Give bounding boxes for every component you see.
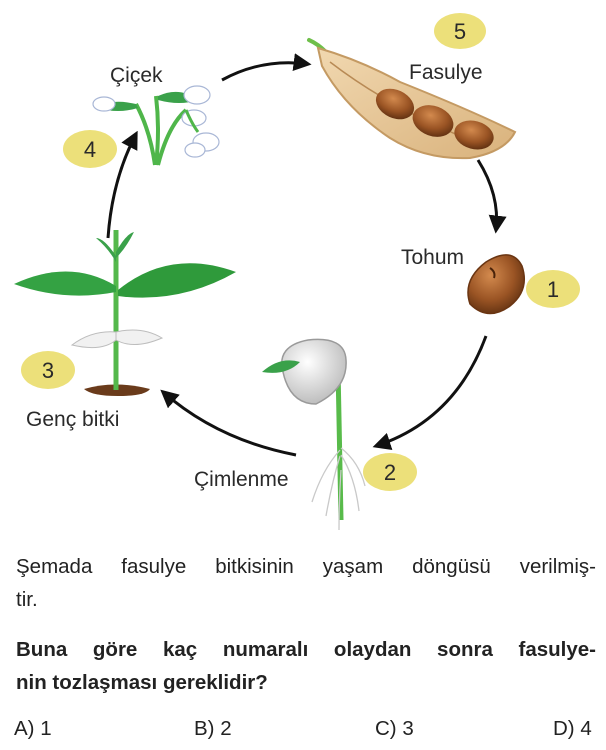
- stem-line-2: tir.: [16, 588, 38, 611]
- arrow-flower-to-pod: [221, 53, 312, 82]
- arrow-seed-to-sprout: [372, 335, 488, 451]
- arrow-pod-to-seed: [476, 159, 507, 234]
- label-cicek: Çiçek: [110, 64, 163, 87]
- badge-3: 3: [21, 351, 75, 389]
- life-cycle-diagram: 5 1 2 3 4 Fasulye Tohum Çimlenme Genç bi…: [14, 13, 580, 531]
- bean-pod-icon: [307, 38, 517, 160]
- label-fasulye: Fasulye: [409, 61, 483, 84]
- badge-4: 4: [63, 130, 117, 168]
- question-prompt: Buna göre kaç numaralı olaydan sonra fas…: [16, 633, 596, 699]
- flowers-icon: [92, 85, 220, 166]
- badge-2: 2: [363, 453, 417, 491]
- svg-text:1: 1: [547, 277, 559, 302]
- label-genc-bitki: Genç bitki: [26, 408, 119, 431]
- option-b[interactable]: B) 2: [194, 717, 232, 740]
- stem-line-1: Şemada fasulye bitkisinin yaşam döngüsü …: [16, 555, 596, 578]
- option-c[interactable]: C) 3: [375, 717, 414, 740]
- prompt-line-1: Buna göre kaç numaralı olaydan sonra fas…: [16, 638, 596, 661]
- label-cimlenme: Çimlenme: [194, 468, 289, 491]
- badge-5: 5: [434, 13, 486, 49]
- svg-text:3: 3: [42, 358, 54, 383]
- svg-text:4: 4: [84, 137, 96, 162]
- germinating-seed-icon: [262, 338, 366, 531]
- question-stem: Şemada fasulye bitkisinin yaşam döngüsü …: [16, 550, 596, 616]
- arrow-plant-to-flower: [106, 130, 138, 239]
- label-tohum: Tohum: [401, 246, 464, 269]
- young-plant-icon: [14, 230, 236, 396]
- arrow-sprout-to-plant: [160, 389, 297, 457]
- prompt-line-2: nin tozlaşması gereklidir?: [16, 671, 268, 694]
- option-d[interactable]: D) 4: [553, 717, 592, 740]
- svg-text:5: 5: [454, 19, 466, 44]
- bean-seed-icon: [467, 254, 525, 315]
- option-a[interactable]: A) 1: [14, 717, 52, 740]
- badge-1: 1: [526, 270, 580, 308]
- svg-text:2: 2: [384, 460, 396, 485]
